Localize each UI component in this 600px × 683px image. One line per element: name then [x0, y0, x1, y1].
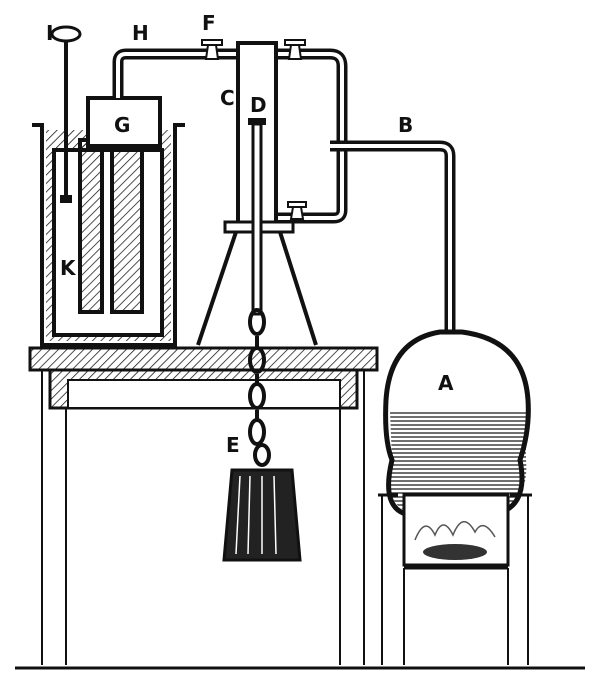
label-h: H [132, 21, 149, 45]
weight [222, 468, 302, 562]
valve-f [201, 39, 223, 60]
label-e: E [226, 433, 240, 457]
label-i: I [46, 21, 53, 45]
boiler [383, 329, 531, 518]
valve-lower-right [287, 201, 307, 220]
label-f: F [202, 11, 216, 35]
table [28, 346, 379, 665]
label-d: D [250, 93, 267, 117]
label-g: G [114, 113, 130, 137]
chain [248, 308, 271, 467]
label-b: B [398, 113, 413, 137]
furnace [378, 493, 532, 665]
label-c: C [220, 86, 235, 110]
label-a: A [438, 371, 454, 395]
valve-top-right [284, 39, 306, 60]
pump-rod [50, 25, 82, 203]
label-k: K [60, 256, 77, 280]
pipe-b [330, 140, 456, 335]
piston-rod [248, 118, 266, 316]
condenser-tank [32, 96, 185, 347]
